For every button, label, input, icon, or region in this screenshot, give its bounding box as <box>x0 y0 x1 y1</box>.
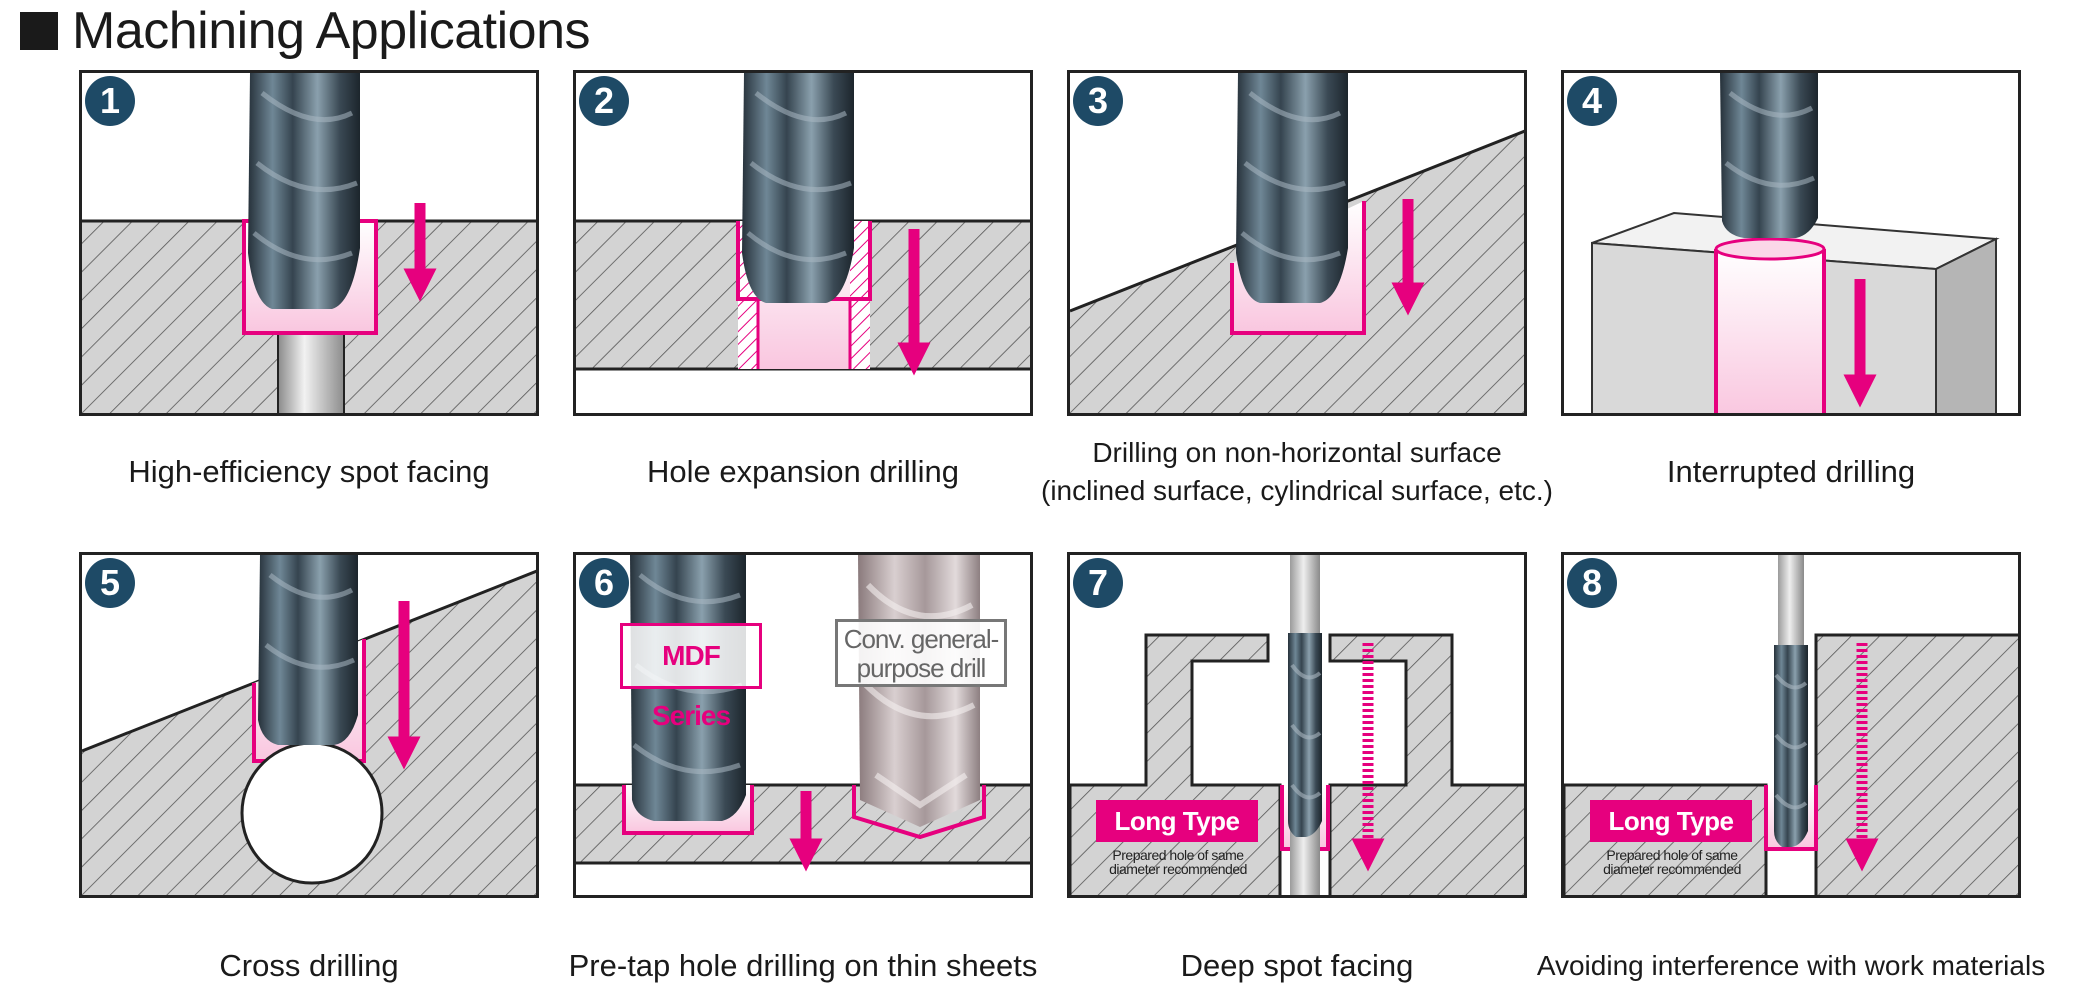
caption-5: Cross drilling <box>219 948 399 983</box>
step-badge-8: 8 <box>1567 558 1617 608</box>
long-type-badge: Long Type <box>1590 800 1752 842</box>
panel-8-illustration: 8 Long Type Prepared hole of same diamet… <box>1561 552 2021 898</box>
panel-6-illustration: 6 MDF Series Conv. general- purpose dril… <box>573 552 1033 898</box>
prepared-note-line-1: Prepared hole of same <box>1112 847 1244 863</box>
caption-7: Deep spot facing <box>1180 948 1414 983</box>
step-badge-4: 4 <box>1567 76 1617 126</box>
panel-4-illustration: 4 <box>1561 70 2021 416</box>
hole-expansion-diagram <box>576 73 1030 376</box>
panel-5-illustration: 5 <box>79 552 539 898</box>
caption-3: Drilling on non-horizontal surface (incl… <box>1037 434 1557 510</box>
panel-1-illustration: 1 <box>79 70 539 416</box>
step-badge-1: 1 <box>85 76 135 126</box>
caption-4: Interrupted drilling <box>1666 454 1916 489</box>
panel-7-illustration: 7 Long Type Prepared hole of same diamet… <box>1067 552 1527 898</box>
caption-2: Hole expansion drilling <box>647 454 959 489</box>
step-badge-3: 3 <box>1073 76 1123 126</box>
interrupted-drilling-diagram <box>1591 73 2000 413</box>
prepared-note-line-1: Prepared hole of same <box>1606 847 1738 863</box>
conventional-drill-label: Conv. general- purpose drill <box>835 619 1007 687</box>
panel-3-illustration: 3 <box>1067 70 1527 416</box>
caption-3-line-1: Drilling on non-horizontal surface <box>1092 437 1502 468</box>
mdf-series-label: MDF Series <box>620 623 762 731</box>
conv-label-line-2: purpose drill <box>856 653 987 683</box>
prepared-note-line-2: diameter recommended <box>1109 861 1247 877</box>
caption-1: High-efficiency spot facing <box>128 454 490 489</box>
thin-sheet-diagram <box>576 555 1030 872</box>
prepared-note-line-2: diameter recommended <box>1603 861 1741 877</box>
prepared-hole-note: Prepared hole of same diameter recommend… <box>1088 848 1268 876</box>
step-badge-5: 5 <box>85 558 135 608</box>
square-bullet-icon <box>20 12 58 50</box>
cross-drilling-diagram <box>82 555 536 895</box>
step-badge-6: 6 <box>579 558 629 608</box>
inclined-surface-diagram <box>1070 73 1524 413</box>
caption-3-line-2: (inclined surface, cylindrical surface, … <box>1041 475 1553 506</box>
page-title: Machining Applications <box>72 2 591 60</box>
caption-6: Pre-tap hole drilling on thin sheets <box>568 948 1038 983</box>
conv-label-line-1: Conv. general- <box>843 624 1000 654</box>
step-badge-7: 7 <box>1073 558 1123 608</box>
panel-2-illustration: 2 <box>573 70 1033 416</box>
step-badge-2: 2 <box>579 76 629 126</box>
prepared-hole-note: Prepared hole of same diameter recommend… <box>1582 848 1762 876</box>
spot-facing-diagram <box>82 73 536 413</box>
caption-8: Avoiding interference with work material… <box>1536 950 2046 981</box>
page-header: Machining Applications <box>20 2 591 60</box>
long-type-badge: Long Type <box>1096 800 1258 842</box>
